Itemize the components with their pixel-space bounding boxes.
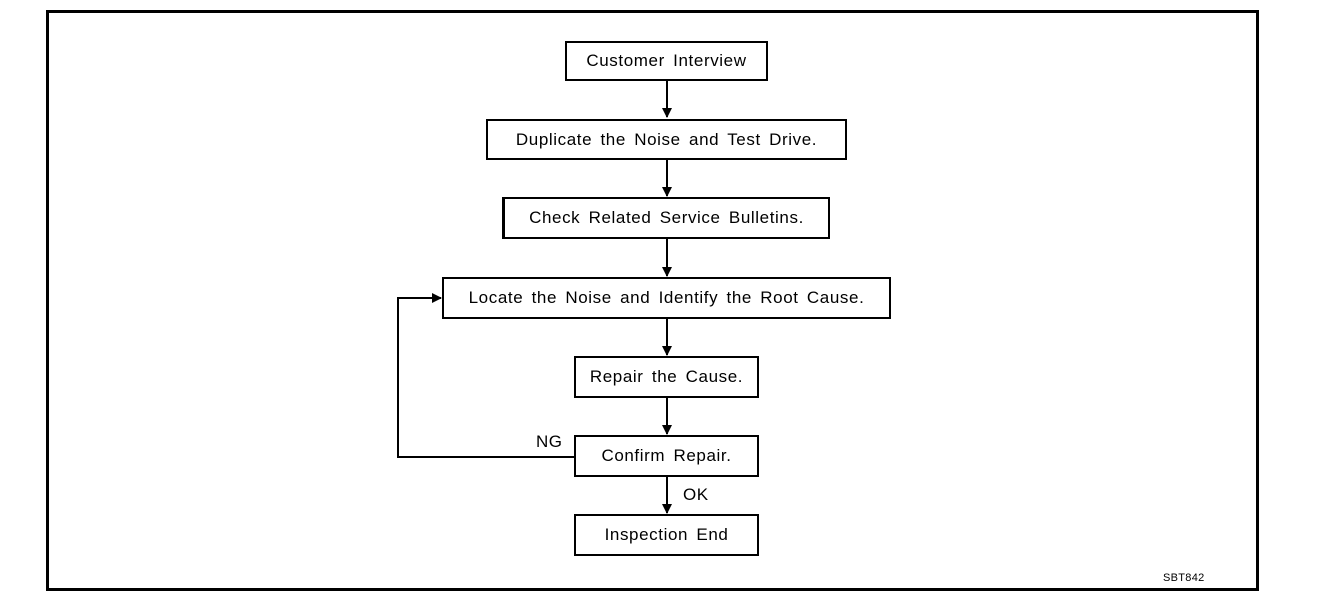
step-confirm-repair: Confirm Repair. (574, 435, 759, 477)
step-repair-cause: Repair the Cause. (574, 356, 759, 398)
branch-label-ok: OK (683, 485, 709, 504)
step-duplicate-noise: Duplicate the Noise and Test Drive. (486, 119, 847, 160)
arrow-ng-loop (397, 293, 574, 458)
step-locate-noise: Locate the Noise and Identify the Root C… (442, 277, 891, 319)
step-check-bulletins: Check Related Service Bulletins. (502, 197, 830, 239)
step-customer-interview: Customer Interview (565, 41, 768, 81)
diagram-frame (46, 10, 1259, 591)
step-inspection-end: Inspection End (574, 514, 759, 556)
figure-id: SBT842 (1163, 572, 1205, 584)
branch-label-ng: NG (536, 432, 563, 451)
